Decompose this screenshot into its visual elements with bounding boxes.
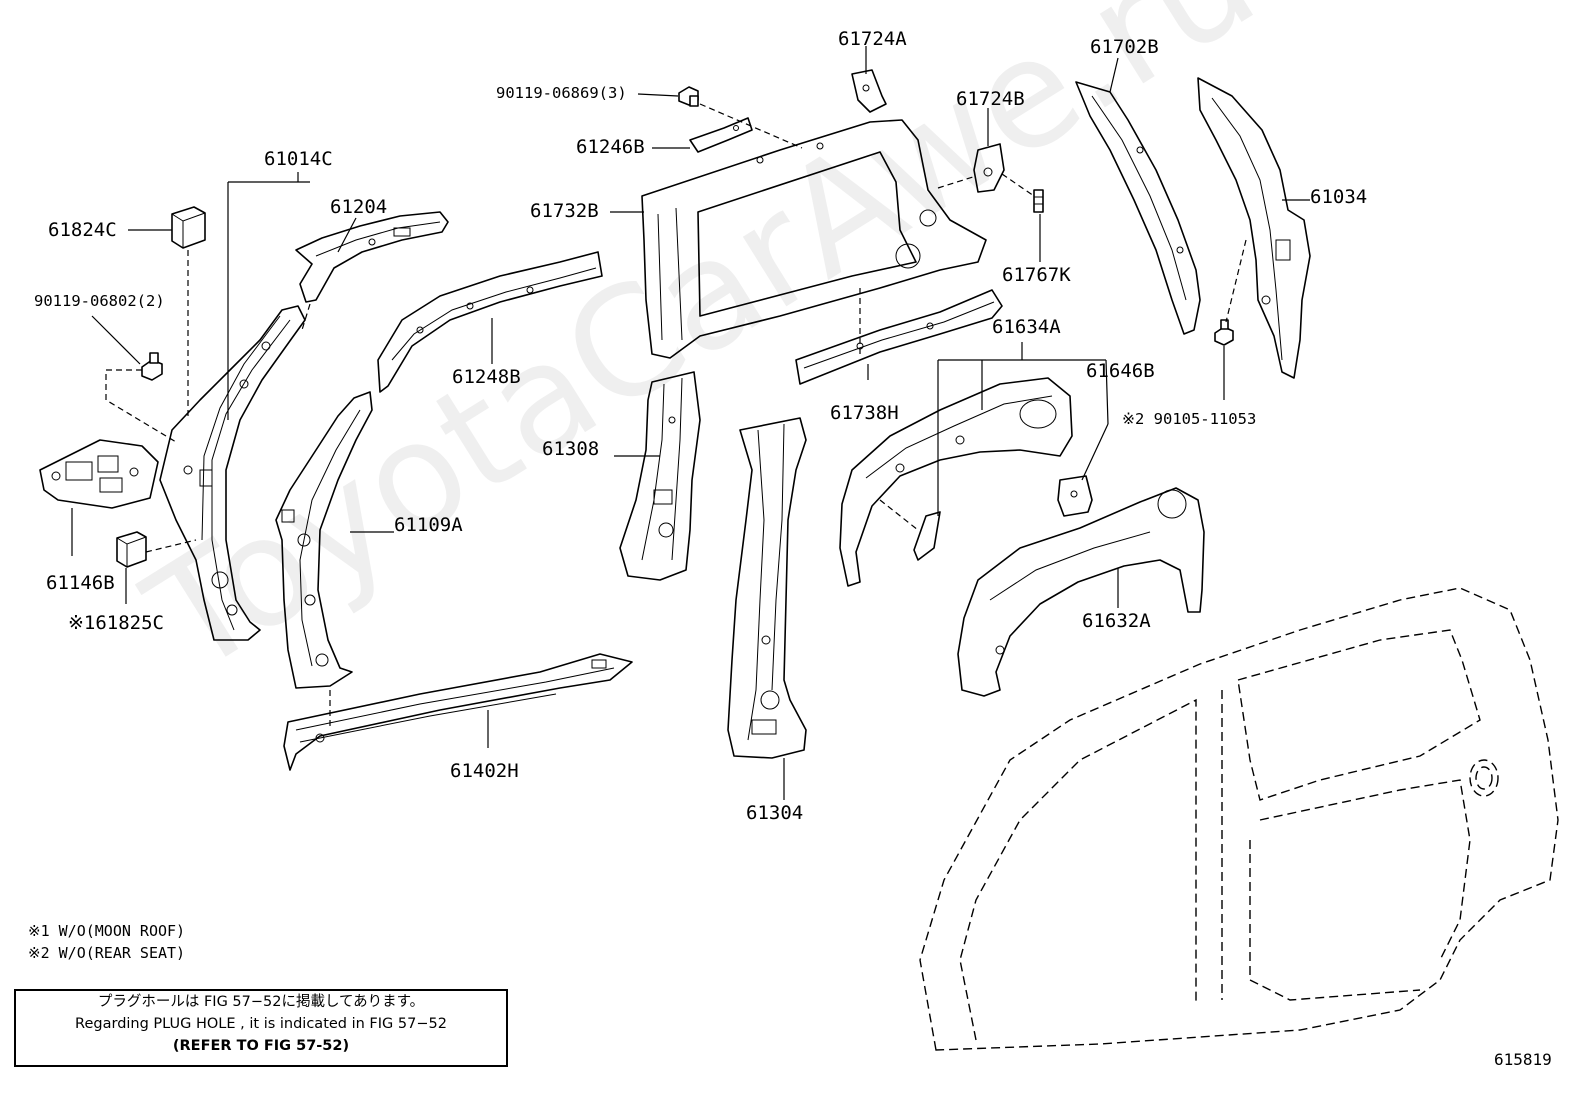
label-61304[interactable]: 61304	[746, 802, 804, 824]
label-61738H[interactable]: 61738H	[830, 402, 899, 424]
label-61732B[interactable]: 61732B	[530, 200, 599, 222]
part-61634A-plate	[913, 511, 941, 561]
part-61767K-pin	[1033, 189, 1044, 213]
label-90105-11053[interactable]: ※2 90105-11053	[1122, 410, 1257, 428]
part-61014C-front-pillar	[159, 305, 306, 641]
part-61825C-clip	[116, 531, 147, 568]
label-61402H[interactable]: 61402H	[450, 760, 519, 782]
plug-hole-notice: プラグホールは FIG 57−52に掲載してあります。 Regarding PL…	[14, 989, 508, 1067]
part-61034-quarter-panel-inner	[1197, 77, 1311, 379]
part-61304-center-pillar	[727, 417, 807, 759]
label-61146B[interactable]: 61146B	[46, 572, 115, 594]
label-61724B[interactable]: 61724B	[956, 88, 1025, 110]
label-61825C[interactable]: ※161825C	[68, 612, 164, 634]
label-61724A[interactable]: 61724A	[838, 28, 907, 50]
part-61146B-bracket	[39, 439, 159, 509]
label-61646B[interactable]: 61646B	[1086, 360, 1155, 382]
label-61034[interactable]: 61034	[1310, 186, 1368, 208]
label-61767K[interactable]: 61767K	[1002, 264, 1071, 286]
label-61014C[interactable]: 61014C	[264, 148, 333, 170]
part-61246B-bracket	[689, 117, 753, 153]
label-61109A[interactable]: 61109A	[394, 514, 463, 536]
part-61402H-rocker-panel	[283, 653, 633, 771]
body-side-outline	[919, 587, 1559, 1051]
part-61308-quarter-pillar	[619, 371, 701, 581]
part-61248B-roof-rail-inner	[377, 251, 603, 393]
part-61646B-bracket	[1057, 475, 1093, 517]
label-61824C[interactable]: 61824C	[48, 219, 117, 241]
label-61246B[interactable]: 61246B	[576, 136, 645, 158]
part-61738H-quarter-lower-rail	[795, 289, 1003, 385]
label-90119-06802[interactable]: 90119-06802(2)	[34, 292, 165, 310]
label-61632A[interactable]: 61632A	[1082, 610, 1151, 632]
part-61732B-quarter-inner-panel	[641, 119, 987, 359]
part-61702B-roof-side-outer	[1075, 81, 1201, 335]
part-61724B-bracket	[973, 143, 1005, 193]
label-90119-06869[interactable]: 90119-06869(3)	[496, 84, 627, 102]
part-61724A-bracket	[851, 69, 887, 113]
label-61634A[interactable]: 61634A	[992, 316, 1061, 338]
label-61702B[interactable]: 61702B	[1090, 36, 1159, 58]
notice-japanese-line: プラグホールは FIG 57−52に掲載してあります。	[97, 994, 425, 1010]
assembly-dash-lines	[105, 103, 1247, 728]
label-61308[interactable]: 61308	[542, 438, 600, 460]
part-61824C-clip	[171, 206, 206, 249]
note-rear-seat: ※2 W/O(REAR SEAT)	[28, 944, 186, 962]
figure-number: 615819	[1494, 1050, 1552, 1069]
part-90119-06869-bolt	[678, 86, 699, 107]
notice-english-line: Regarding PLUG HOLE , it is indicated in…	[75, 1016, 447, 1032]
part-61204-roof-side-rail	[295, 211, 449, 303]
label-61248B[interactable]: 61248B	[452, 366, 521, 388]
part-61632A-wheelhouse-outer	[957, 487, 1205, 697]
notice-reference-link[interactable]: (REFER TO FIG 57-52)	[172, 1038, 350, 1054]
leader-lines	[71, 46, 1310, 800]
note-moon-roof: ※1 W/O(MOON ROOF)	[28, 922, 186, 940]
part-61634A-wheelhouse-inner	[839, 377, 1073, 587]
part-90119-06802-bolt	[141, 352, 163, 381]
part-90105-11053-bolt	[1214, 319, 1234, 346]
part-61109A-pillar-reinforcement	[275, 391, 373, 689]
label-61204[interactable]: 61204	[330, 196, 388, 218]
